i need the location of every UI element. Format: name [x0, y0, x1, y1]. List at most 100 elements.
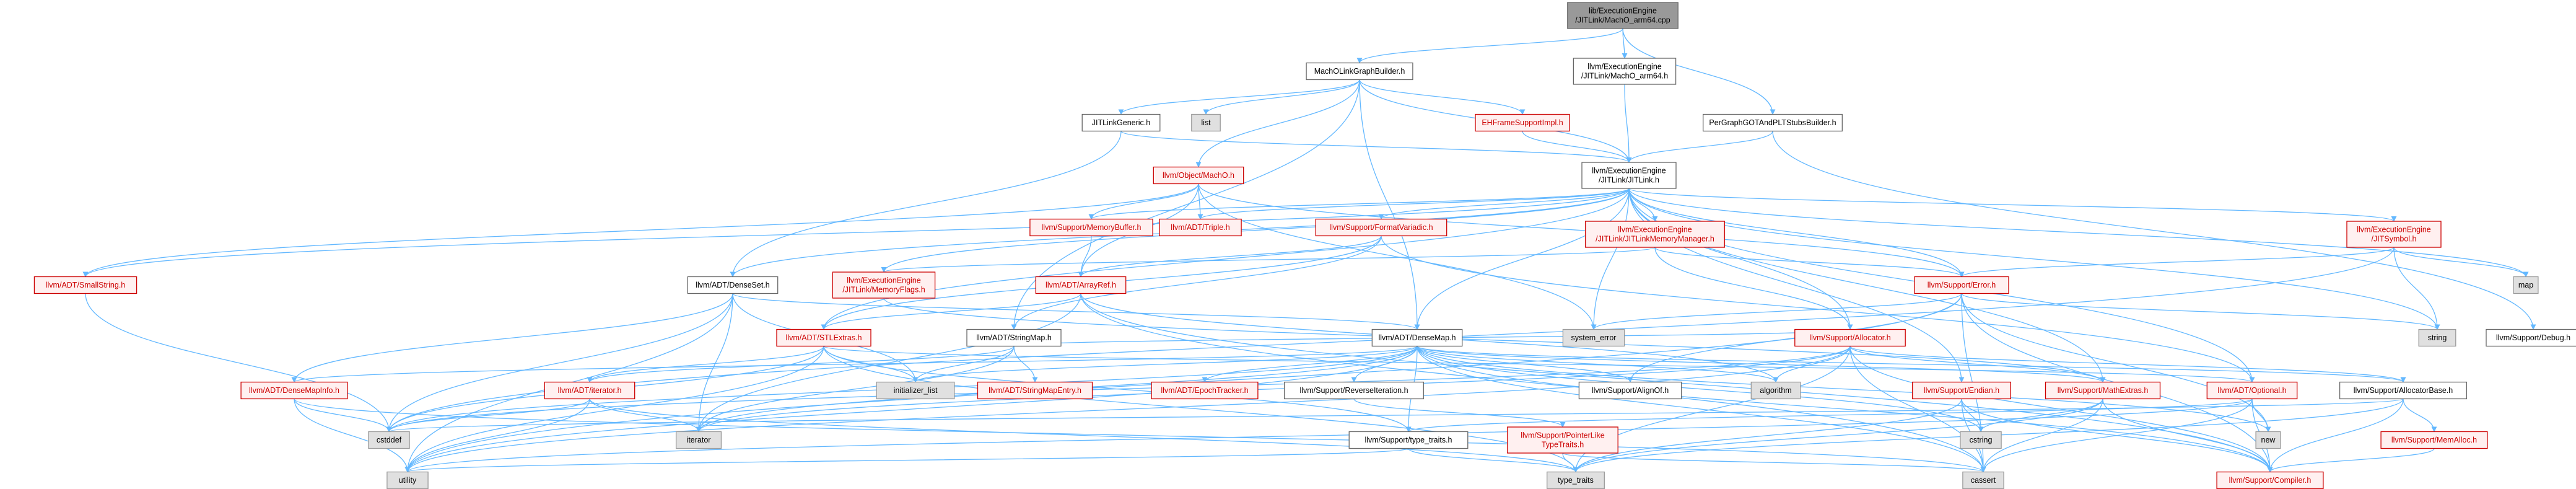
node-box — [1750, 381, 1801, 400]
edge-jitsymbol-to-map — [2393, 247, 2529, 278]
node-allocator[interactable]: llvm/Support/Allocator.h — [1794, 328, 1906, 347]
edge-mathextras-to-cstring — [1978, 399, 2103, 433]
node-objmacho[interactable]: llvm/Object/MachO.h — [1153, 166, 1244, 185]
edge-densemap-to-cstring — [1417, 346, 1984, 433]
node-debug[interactable]: llvm/Support/Debug.h — [2486, 328, 2576, 347]
edge-error-to-new — [1961, 293, 2271, 433]
node-allocbase[interactable]: llvm/Support/AllocatorBase.h — [2339, 381, 2468, 400]
edge-perggot-to-debug — [1772, 131, 2536, 330]
node-stringmapentry[interactable]: llvm/ADT/StringMapEntry.h — [977, 381, 1093, 400]
node-box — [1371, 328, 1463, 347]
edge-jitlinkgeneric-to-jitlinkh — [1120, 130, 1632, 163]
edge-arrow — [291, 345, 1418, 383]
node-densemap[interactable]: llvm/ADT/DenseMap.h — [1371, 328, 1463, 347]
edge-objmacho-to-error — [1198, 183, 1965, 278]
edge-arrow — [1197, 188, 1630, 220]
edge-error-to-systemerror — [1591, 293, 1962, 330]
edge-arrow — [1011, 236, 1382, 330]
node-jitsymbol[interactable]: llvm/ExecutionEngine/JITSymbol.h — [2346, 221, 2442, 248]
node-alignof[interactable]: llvm/Support/AlignOf.h — [1578, 381, 1682, 400]
node-triple[interactable]: llvm/ADT/Triple.h — [1159, 218, 1242, 237]
node-cstring: cstring — [1960, 431, 2002, 449]
edge-arrow — [1088, 188, 1630, 220]
node-label: llvm/ExecutionEngine — [1587, 62, 1662, 71]
edge-arrow — [1417, 345, 2106, 383]
node-formatvariadic[interactable]: llvm/Support/FormatVariadic.h — [1315, 218, 1447, 237]
node-endian[interactable]: llvm/Support/Endian.h — [1912, 381, 2011, 400]
node-label: llvm/Support/type_traits.h — [1364, 436, 1452, 444]
node-epochtracker[interactable]: llvm/ADT/EpochTracker.h — [1151, 381, 1259, 400]
edge-arrow — [1522, 131, 1632, 163]
node-arrayref[interactable]: llvm/ADT/ArrayRef.h — [1035, 276, 1127, 294]
edge-typetraitsh-to-utility — [405, 447, 1409, 473]
edge-allocator-to-mathextras — [1849, 346, 2106, 383]
edge-arrow — [881, 188, 1630, 273]
node-densesetnode[interactable]: llvm/ADT/DenseSet.h — [687, 276, 779, 294]
node-smallstring[interactable]: llvm/ADT/SmallString.h — [33, 276, 138, 294]
node-ehframe[interactable]: EHFrameSupportImpl.h — [1475, 113, 1570, 132]
node-membuf[interactable]: llvm/Support/MemoryBuffer.h — [1029, 218, 1153, 237]
node-stringmap[interactable]: llvm/ADT/StringMap.h — [966, 328, 1062, 347]
node-box — [1962, 471, 2004, 489]
node-machobuilder[interactable]: MachOLinkGraphBuilder.h — [1306, 62, 1413, 81]
edge-machobuilder-to-ehframe — [1359, 79, 1526, 115]
node-root[interactable]: lib/ExecutionEngine/JITLink/MachO_arm64.… — [1567, 2, 1679, 29]
node-memflags[interactable]: llvm/ExecutionEngine/JITLink/MemoryFlags… — [832, 271, 936, 299]
node-jitlinkh[interactable]: llvm/ExecutionEngine/JITLink/JITLink.h — [1581, 162, 1677, 189]
node-memalloc[interactable]: llvm/Support/MemAlloc.h — [2380, 431, 2488, 449]
edge-arrow — [85, 293, 392, 433]
edge-arrow — [404, 399, 2253, 473]
edge-arrow — [1359, 79, 1526, 115]
edge-arrow — [1120, 130, 1632, 163]
node-machoarm64h[interactable]: llvm/ExecutionEngine/JITLink/MachO_arm64… — [1573, 58, 1677, 85]
edge-arrayref-to-cassert — [1080, 293, 1986, 473]
node-box — [1081, 113, 1161, 132]
edge-arrow — [821, 188, 1630, 330]
edge-densemap-to-initlist — [912, 345, 1418, 383]
edge-densemap-to-allocbase — [1417, 345, 2406, 383]
edge-arrow — [2393, 247, 2440, 330]
node-typetraitsh[interactable]: llvm/Support/type_traits.h — [1348, 431, 1469, 449]
node-box — [776, 328, 871, 347]
node-label: llvm/ExecutionEngine — [847, 276, 921, 284]
edge-ptrliketypes-to-typetraits — [1562, 452, 1579, 473]
node-box — [1029, 218, 1153, 237]
node-jitlinkmm[interactable]: llvm/ExecutionEngine/JITLink/JITLinkMemo… — [1585, 221, 1725, 248]
node-stlextras[interactable]: llvm/ADT/STLExtras.h — [776, 328, 871, 347]
edge-densemapinfo-to-cstddef — [294, 399, 392, 433]
node-box — [1794, 328, 1906, 347]
edge-arrow — [1417, 345, 2406, 383]
edge-arrow — [1011, 79, 1360, 330]
edge-jitsymbol-to-error — [1958, 247, 2395, 278]
node-reverseiter[interactable]: llvm/Support/ReverseIteration.h — [1284, 381, 1424, 400]
node-perggot[interactable]: PerGraphGOTAndPLTStubsBuilder.h — [1703, 113, 1843, 132]
node-compiler[interactable]: llvm/Support/Compiler.h — [2216, 471, 2324, 489]
edge-arrow — [1562, 452, 1986, 473]
edge-arrow — [1414, 188, 1630, 330]
edge-arrow — [386, 346, 1851, 433]
edge-arrow — [696, 293, 1081, 433]
node-optional[interactable]: llvm/ADT/Optional.h — [2206, 381, 2298, 400]
node-box — [1581, 162, 1677, 189]
edge-arrow — [1849, 346, 1986, 473]
edge-densesetnode-to-densemap — [732, 293, 1420, 330]
edge-arrow — [1654, 247, 1853, 330]
node-jitlinkgeneric[interactable]: JITLinkGeneric.h — [1081, 113, 1161, 132]
edge-optional-to-new — [2251, 399, 2271, 433]
node-adtiterator[interactable]: llvm/ADT/iterator.h — [544, 381, 635, 400]
edge-ptrliketypes-to-cassert — [1562, 452, 1986, 473]
node-error[interactable]: llvm/Support/Error.h — [1914, 276, 2009, 294]
node-mathextras[interactable]: llvm/Support/MathExtras.h — [2045, 381, 2161, 400]
node-label: string — [2428, 333, 2447, 342]
edge-arrow — [1628, 188, 2440, 330]
edge-machobuilder-to-jitlinkgeneric — [1118, 79, 1360, 115]
node-densemapinfo[interactable]: llvm/ADT/DenseMapInfo.h — [240, 381, 348, 400]
node-box — [1191, 113, 1221, 132]
edge-allocator-to-algorithm — [1773, 346, 1851, 383]
node-label: llvm/ADT/SmallString.h — [46, 281, 126, 289]
edge-arrow — [1356, 28, 1623, 64]
edge-arrow — [1980, 399, 2253, 473]
node-box — [1159, 218, 1242, 237]
node-box — [386, 471, 429, 489]
